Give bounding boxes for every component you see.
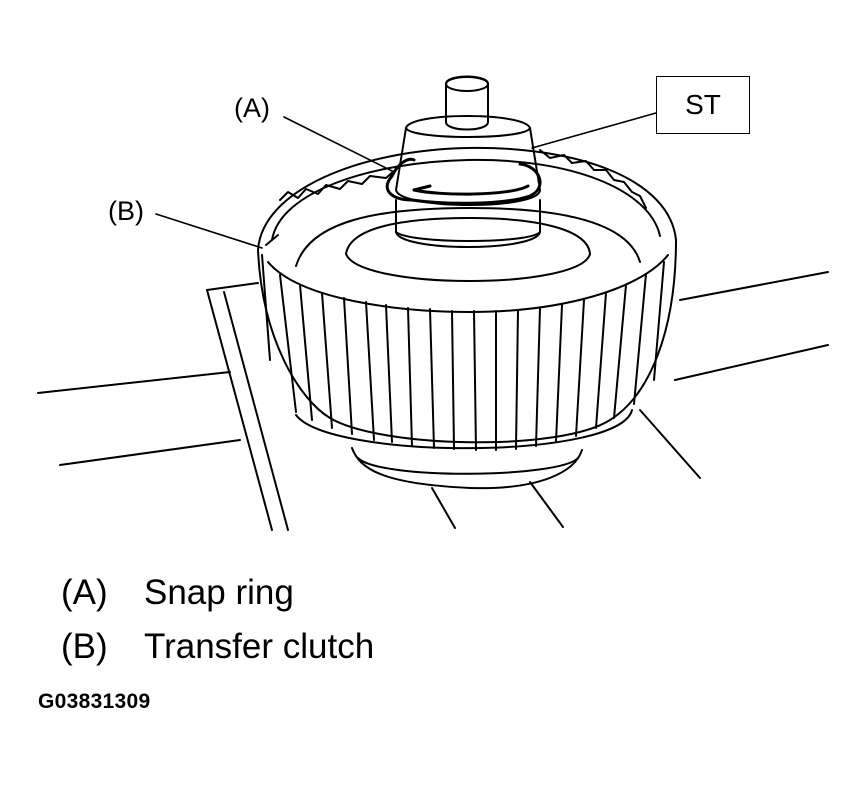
special-tool-st bbox=[395, 75, 541, 248]
snap-ring bbox=[385, 157, 542, 205]
callout-st-box: ST bbox=[656, 76, 750, 134]
workbench bbox=[37, 271, 829, 531]
legend-key: (B) bbox=[61, 627, 108, 666]
callout-b: (B) bbox=[108, 196, 144, 226]
callout-a: (A) bbox=[234, 93, 270, 123]
clutch-inner-cup bbox=[295, 207, 641, 282]
clutch-base bbox=[295, 409, 633, 490]
legend-key: (A) bbox=[61, 573, 108, 612]
figure-code: G03831309 bbox=[38, 690, 151, 713]
leader-lines bbox=[155, 112, 657, 249]
transfer-clutch-illustration bbox=[37, 75, 829, 531]
clutch-drum bbox=[257, 146, 677, 451]
legend-text: Transfer clutch bbox=[144, 627, 375, 666]
legend-text: Snap ring bbox=[144, 573, 294, 612]
